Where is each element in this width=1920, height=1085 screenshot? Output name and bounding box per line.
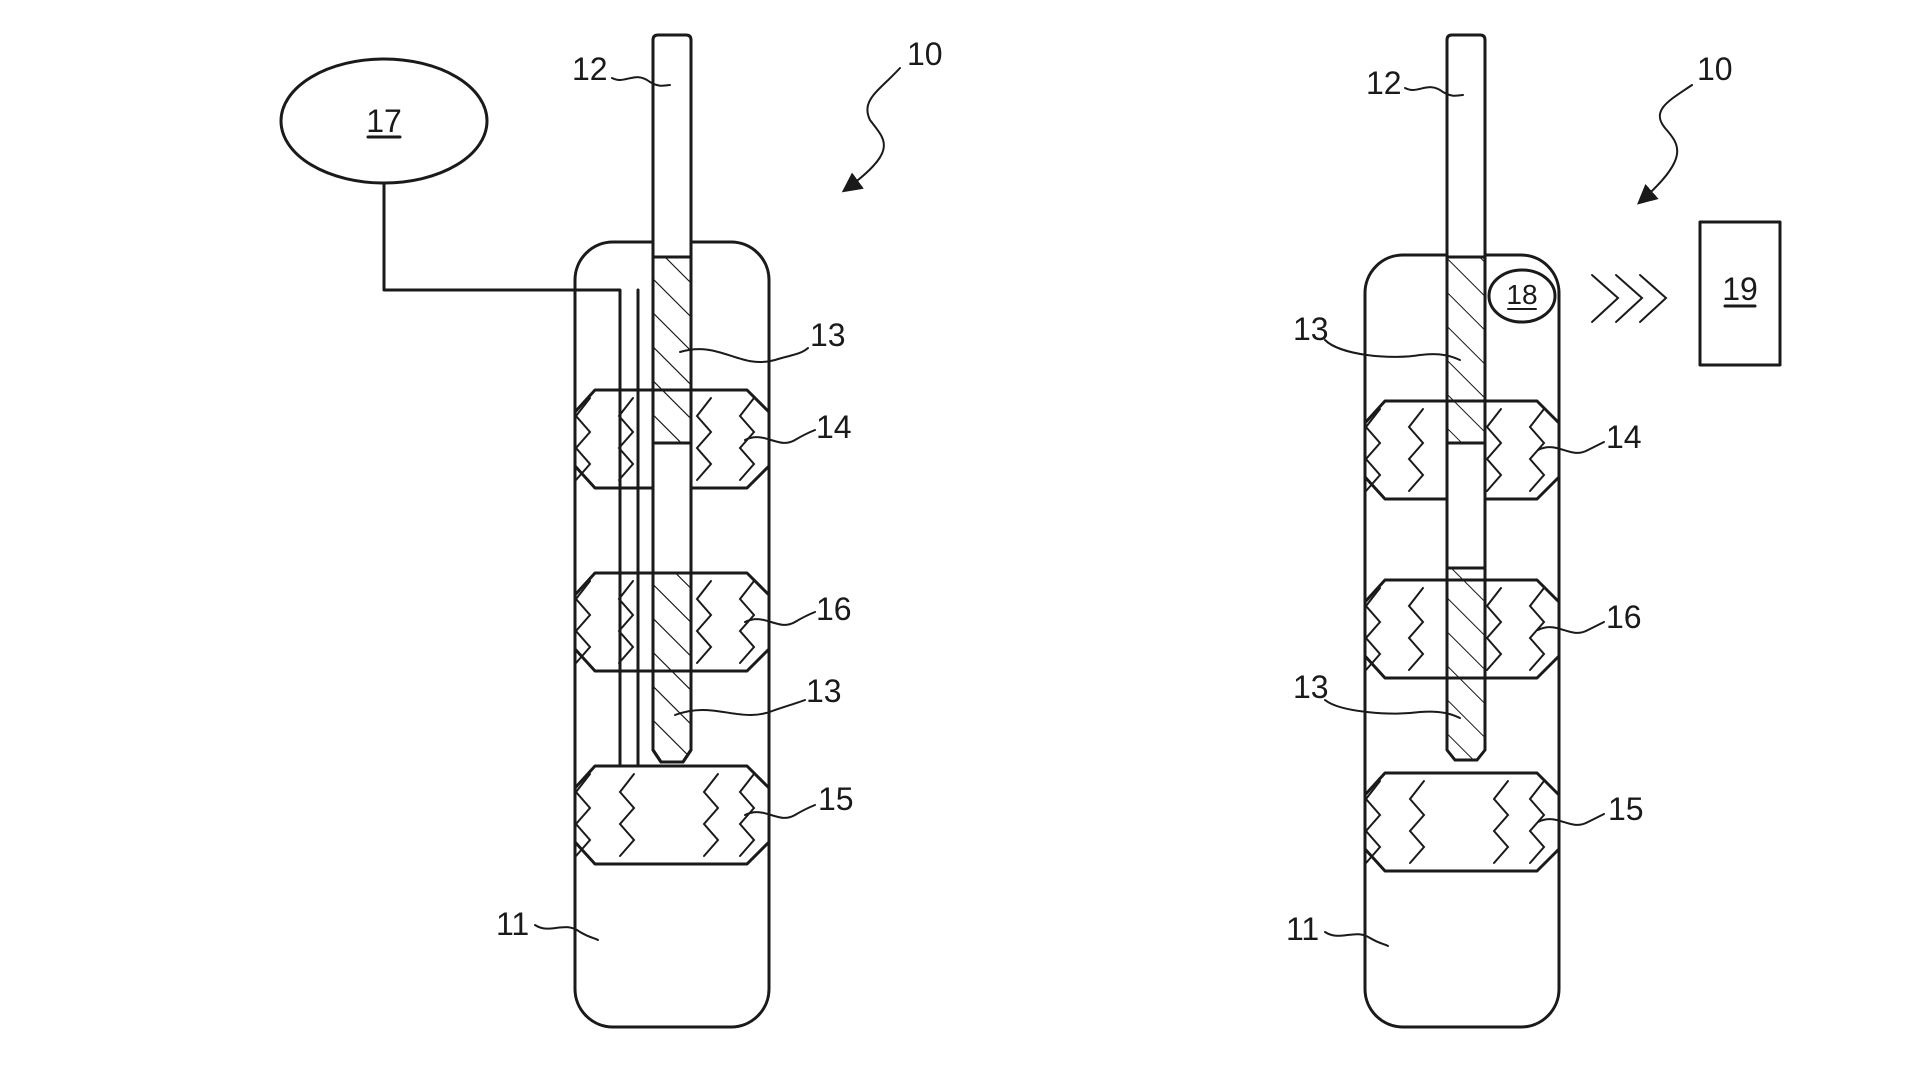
- label-device: 10: [907, 36, 943, 72]
- seal-top: [1363, 399, 1561, 501]
- seal-bottom: [573, 764, 771, 866]
- label-housing: 11: [1286, 911, 1319, 947]
- label-receiver: 19: [1722, 271, 1758, 307]
- label-device: 10: [1697, 51, 1733, 87]
- leader-insert-top: [679, 347, 809, 363]
- label-seal-middle: 16: [1606, 599, 1642, 635]
- figure-left: 17: [279, 33, 943, 1029]
- label-stem: 12: [572, 51, 608, 87]
- label-insert-bottom: 13: [806, 673, 842, 709]
- leader-seal-middle: [744, 611, 816, 626]
- label-insert-bottom: 13: [1293, 669, 1329, 705]
- label-seal-middle: 16: [816, 591, 852, 627]
- label-stem: 12: [1366, 65, 1402, 101]
- label-seal-top: 14: [1606, 419, 1642, 455]
- leader-insert-bottom: [1324, 699, 1461, 719]
- transmitter-ellipse: [1487, 268, 1557, 324]
- figure-right: 18 19 10 12 13 14 16 13 15 11: [1286, 33, 1782, 1029]
- label-insert-top: 13: [810, 317, 846, 353]
- leader-seal-middle: [1537, 621, 1605, 634]
- stem: [651, 33, 693, 257]
- leader-seal-top: [744, 429, 816, 444]
- insert-bottom: [1445, 566, 1487, 762]
- leader-seal-bottom: [1537, 813, 1605, 826]
- leader-insert-top: [1324, 339, 1461, 361]
- leader-stem: [611, 76, 671, 87]
- cable-line: [382, 181, 622, 767]
- receiver-box: [1698, 220, 1782, 367]
- insert-top: [1445, 255, 1487, 445]
- leader-housing: [534, 924, 599, 941]
- leader-insert-bottom: [674, 699, 806, 716]
- device-arrow: [841, 67, 901, 193]
- label-housing: 11: [496, 906, 529, 942]
- leader-stem: [1404, 86, 1464, 97]
- label-transmitter: 18: [1506, 279, 1537, 310]
- rod-middle: [1445, 441, 1487, 570]
- stem: [1445, 33, 1487, 257]
- signal-chevrons: [1591, 274, 1668, 323]
- label-insert-top: 13: [1293, 311, 1329, 347]
- label-seal-top: 14: [816, 409, 852, 445]
- seal-bottom: [1363, 771, 1561, 873]
- device-arrow: [1636, 84, 1693, 205]
- leader-seal-top: [1537, 441, 1605, 454]
- label-seal-bottom: 15: [818, 781, 854, 817]
- leader-housing: [1324, 931, 1389, 947]
- leader-seal-bottom: [744, 804, 816, 819]
- label-unit: 17: [366, 103, 402, 139]
- label-seal-bottom: 15: [1608, 791, 1644, 827]
